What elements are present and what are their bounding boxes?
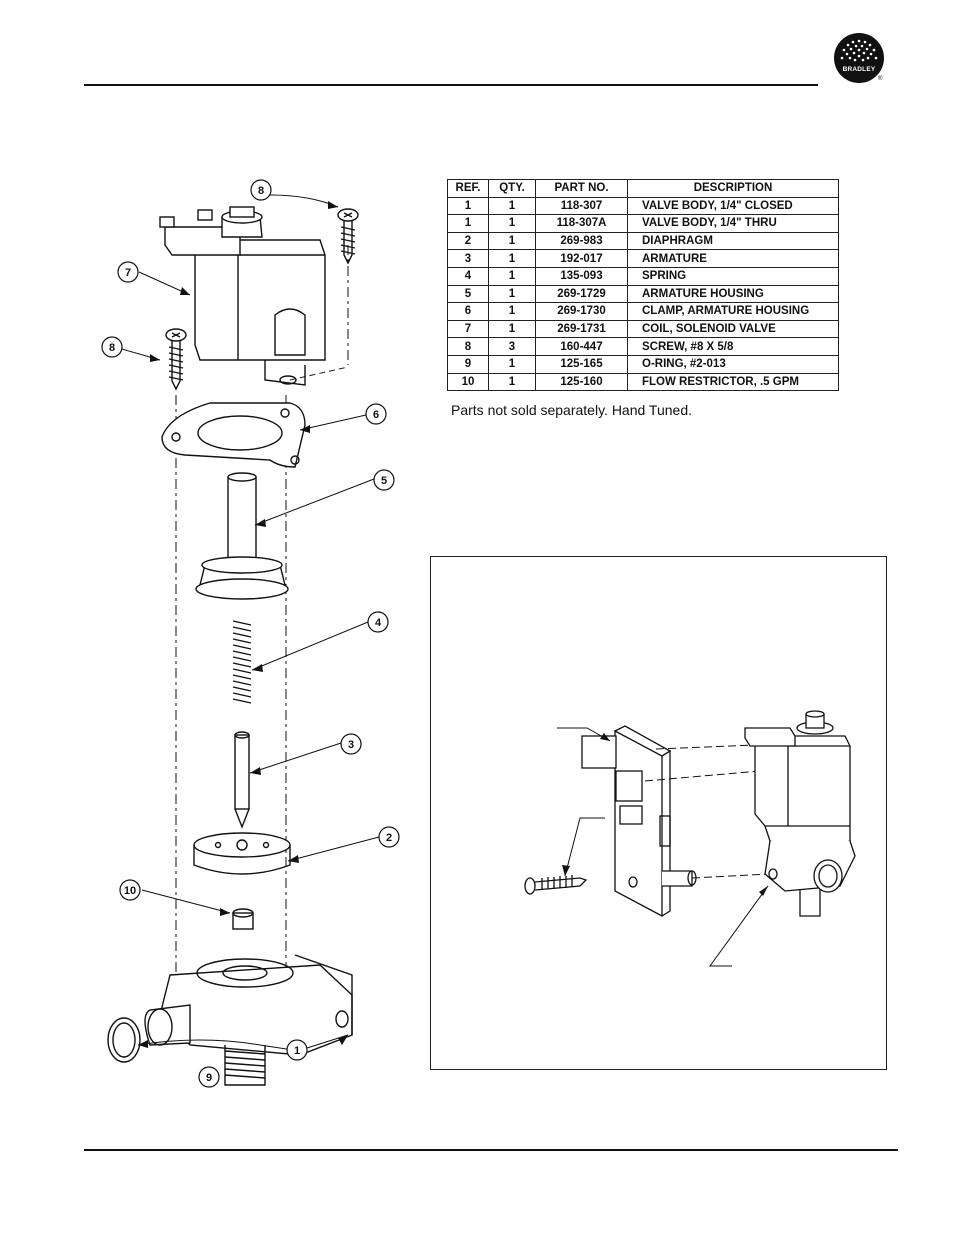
cell-qty: 1 <box>488 266 536 286</box>
cell-part-no: 269-1729 <box>535 284 628 304</box>
header-rule <box>84 84 818 86</box>
cell-ref: 3 <box>447 249 489 268</box>
cell-qty: 1 <box>488 231 536 251</box>
cell-description: FLOW RESTRICTOR, .5 GPM <box>627 372 839 392</box>
cell-part-no: 125-165 <box>535 354 628 374</box>
cell-description: ARMATURE <box>627 249 839 268</box>
cell-ref: 2 <box>447 231 489 251</box>
cell-description: ARMATURE HOUSING <box>627 284 839 304</box>
cell-part-no: 269-983 <box>535 231 628 251</box>
callout-6: 6 <box>373 409 379 421</box>
cell-ref: 7 <box>447 319 489 339</box>
cell-qty: 1 <box>488 214 536 233</box>
cell-ref: 1 <box>447 196 489 216</box>
cell-ref: 9 <box>447 354 489 374</box>
bradley-logo <box>834 33 884 83</box>
callout-5: 5 <box>381 475 387 487</box>
cell-description: DIAPHRAGM <box>627 231 839 251</box>
cell-qty: 1 <box>488 354 536 374</box>
callout-8-top: 8 <box>258 185 264 197</box>
callout-8-left: 8 <box>109 342 115 354</box>
callout-7: 7 <box>125 267 131 279</box>
header-description: DESCRIPTION <box>627 179 839 198</box>
cell-qty: 1 <box>488 372 536 392</box>
cell-description: COIL, SOLENOID VALVE <box>627 319 839 339</box>
callout-2: 2 <box>386 832 392 844</box>
callout-10: 10 <box>124 885 136 897</box>
logo-wordmark: BRADLEY <box>842 66 876 73</box>
cell-part-no: 125-160 <box>535 372 628 392</box>
cell-qty: 1 <box>488 319 536 339</box>
cell-part-no: 160-447 <box>535 337 628 356</box>
mounting-inset-diagram <box>524 710 856 967</box>
cell-ref: 4 <box>447 266 489 286</box>
cell-description: CLAMP, ARMATURE HOUSING <box>627 302 839 321</box>
cell-description: SPRING <box>627 266 839 286</box>
exploded-valve-diagram: 8 7 8 6 5 4 3 2 10 9 1 <box>101 179 400 1088</box>
cell-description: VALVE BODY, 1/4" THRU <box>627 214 839 233</box>
cell-qty: 1 <box>488 302 536 321</box>
header-qty: QTY. <box>488 179 536 198</box>
cell-ref: 10 <box>447 372 489 392</box>
cell-qty: 3 <box>488 337 536 356</box>
header-ref: REF. <box>447 179 489 198</box>
mounting-inset-frame <box>430 556 887 1070</box>
cell-part-no: 269-1731 <box>535 319 628 339</box>
cell-part-no: 118-307A <box>535 214 628 233</box>
cell-description: O-RING, #2-013 <box>627 354 839 374</box>
cell-description: VALVE BODY, 1/4" CLOSED <box>627 196 839 216</box>
cell-part-no: 118-307 <box>535 196 628 216</box>
cell-qty: 1 <box>488 196 536 216</box>
cell-description: SCREW, #8 X 5/8 <box>627 337 839 356</box>
cell-ref: 6 <box>447 302 489 321</box>
cell-part-no: 135-093 <box>535 266 628 286</box>
cell-qty: 1 <box>488 284 536 304</box>
callout-9: 9 <box>206 1072 212 1084</box>
cell-ref: 8 <box>447 337 489 356</box>
cell-ref: 1 <box>447 214 489 233</box>
cell-part-no: 192-017 <box>535 249 628 268</box>
registered-mark: ® <box>878 76 883 82</box>
callout-4: 4 <box>375 617 382 629</box>
footer-rule <box>84 1149 898 1151</box>
callout-3: 3 <box>348 739 354 751</box>
parts-note: Parts not sold separately. Hand Tuned. <box>451 402 692 418</box>
header-part-no: PART NO. <box>535 179 628 198</box>
cell-ref: 5 <box>447 284 489 304</box>
parts-table-header: REF. QTY. PART NO. DESCRIPTION <box>447 179 839 198</box>
callout-1: 1 <box>294 1045 300 1057</box>
cell-part-no: 269-1730 <box>535 302 628 321</box>
cell-qty: 1 <box>488 249 536 268</box>
